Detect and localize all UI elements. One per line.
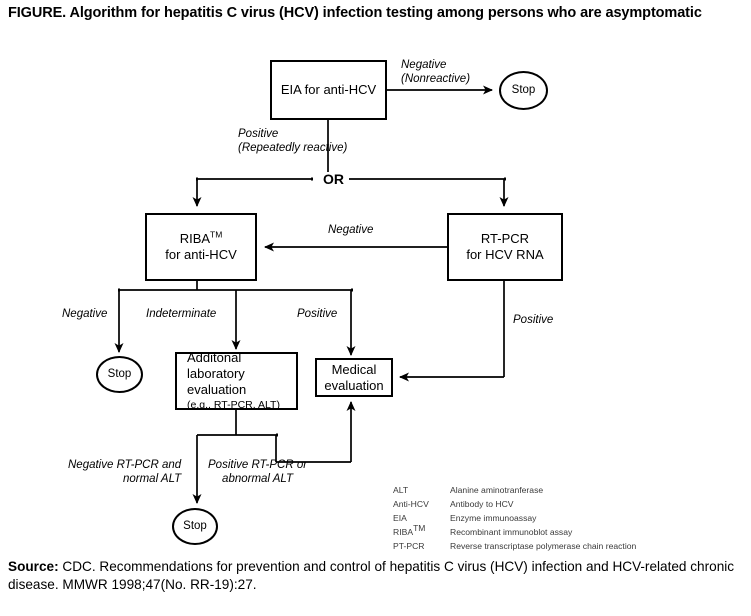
node-eia-label: EIA for anti-HCV <box>280 82 377 98</box>
node-rtpcr-line1: RT-PCR <box>480 231 530 247</box>
node-rtpcr[interactable]: RT-PCR for HCV RNA <box>447 213 563 281</box>
node-riba-line1: RIBA <box>179 231 211 247</box>
node-eia[interactable]: EIA for anti-HCV <box>270 60 387 120</box>
edge-label-lab-positive-line1: Positive RT-PCR or <box>208 459 308 471</box>
edge-label-lab-positive: Positive RT-PCR or abnormal ALT <box>208 459 307 487</box>
edge-label-rtpcr-positive: Positive <box>513 314 554 326</box>
node-medical-evaluation-line2: evaluation <box>324 377 384 393</box>
legend-definition: Alanine aminotranferase <box>450 485 544 495</box>
node-stop-top-label: Stop <box>511 84 536 97</box>
legend-abbr: RIBATM <box>393 522 450 540</box>
legend-definition: Enzyme immunoassay <box>450 512 537 523</box>
source-label: Source: <box>8 559 59 574</box>
legend-abbr-text: RIBA <box>393 526 414 537</box>
legend-abbr: PT-PCR <box>393 540 425 551</box>
legend-row: RIBATM Recombinant immunoblot assay <box>393 522 636 540</box>
edge-label-eia-positive: Positive (Repeatedly reactive) <box>238 128 347 156</box>
edge-label-lab-negative-line1: Negative RT-PCR and <box>68 459 182 471</box>
node-rtpcr-line2: for HCV RNA <box>466 247 544 262</box>
edge-label-eia-negative: Negative (Nonreactive) <box>401 59 470 87</box>
source-text: CDC. Recommendations for prevention and … <box>8 559 735 593</box>
node-additional-lab-note: (e.g., RT-PCR, ALT) <box>187 399 280 411</box>
edge-label-lab-negative: Negative RT-PCR and normal ALT <box>68 459 181 487</box>
legend-abbr: Anti-HCV <box>393 498 429 509</box>
legend-row: ALT Alanine aminotranferase <box>393 484 636 498</box>
edge-label-riba-positive: Positive <box>297 308 338 320</box>
flowchart: OR EIA for anti-HCV Stop RIBATM for anti… <box>0 44 751 549</box>
node-riba[interactable]: RIBATM for anti-HCV <box>145 213 257 281</box>
legend-row: PT-PCR Reverse transcriptase polymerase … <box>393 540 636 554</box>
node-additional-lab-line1: Additonal <box>187 350 242 366</box>
legend-abbr-tm: TM <box>413 522 426 533</box>
node-riba-tm: TM <box>210 229 223 240</box>
edge-label-eia-positive-line2: (Repeatedly reactive) <box>238 141 348 154</box>
edge-label-rtpcr-negative: Negative <box>328 224 374 236</box>
node-additional-lab-line2: laboratory <box>187 366 245 382</box>
or-junction-label: OR <box>318 172 349 186</box>
legend-abbr: ALT <box>393 485 409 495</box>
node-stop-riba-negative[interactable]: Stop <box>96 356 143 393</box>
node-riba-line2: for anti-HCV <box>165 247 237 262</box>
edge-label-eia-positive-line1: Positive <box>238 128 279 140</box>
legend-row: Anti-HCV Antibody to HCV <box>393 498 636 512</box>
edge-label-riba-indeterminate: Indeterminate <box>146 308 217 320</box>
legend-definition: Recombinant immunoblot assay <box>450 526 573 537</box>
abbreviation-legend: ALT Alanine aminotranferase Anti-HCV Ant… <box>393 484 636 554</box>
node-medical-evaluation[interactable]: Medical evaluation <box>315 358 393 397</box>
node-stop-bottom[interactable]: Stop <box>172 508 218 545</box>
legend-abbr: EIA <box>393 512 407 523</box>
edge-label-lab-negative-line2: normal ALT <box>122 472 182 485</box>
edge-label-eia-negative-line2: (Nonreactive) <box>401 72 471 85</box>
edge-label-eia-negative-line1: Negative <box>401 59 447 71</box>
legend-definition: Antibody to HCV <box>450 498 514 509</box>
edge-label-riba-negative: Negative <box>62 308 108 320</box>
flowchart-connectors <box>114 85 509 504</box>
node-additional-lab[interactable]: Additonal laboratory evaluation (e.g., R… <box>175 350 298 411</box>
source-note: Source: CDC. Recommendations for prevent… <box>8 558 738 594</box>
legend-row: EIA Enzyme immunoassay <box>393 512 636 526</box>
node-additional-lab-line3: evaluation <box>187 382 247 398</box>
node-medical-evaluation-line1: Medical <box>331 361 377 377</box>
edge-label-lab-positive-line2: abnormal ALT <box>222 472 293 485</box>
legend-definition: Reverse transcriptase polymerase chain r… <box>450 540 637 551</box>
page-title: FIGURE. Algorithm for hepatitis C virus … <box>8 5 702 21</box>
node-stop-riba-negative-label: Stop <box>107 368 132 381</box>
node-stop-bottom-label: Stop <box>183 520 207 533</box>
node-stop-top[interactable]: Stop <box>499 71 548 110</box>
